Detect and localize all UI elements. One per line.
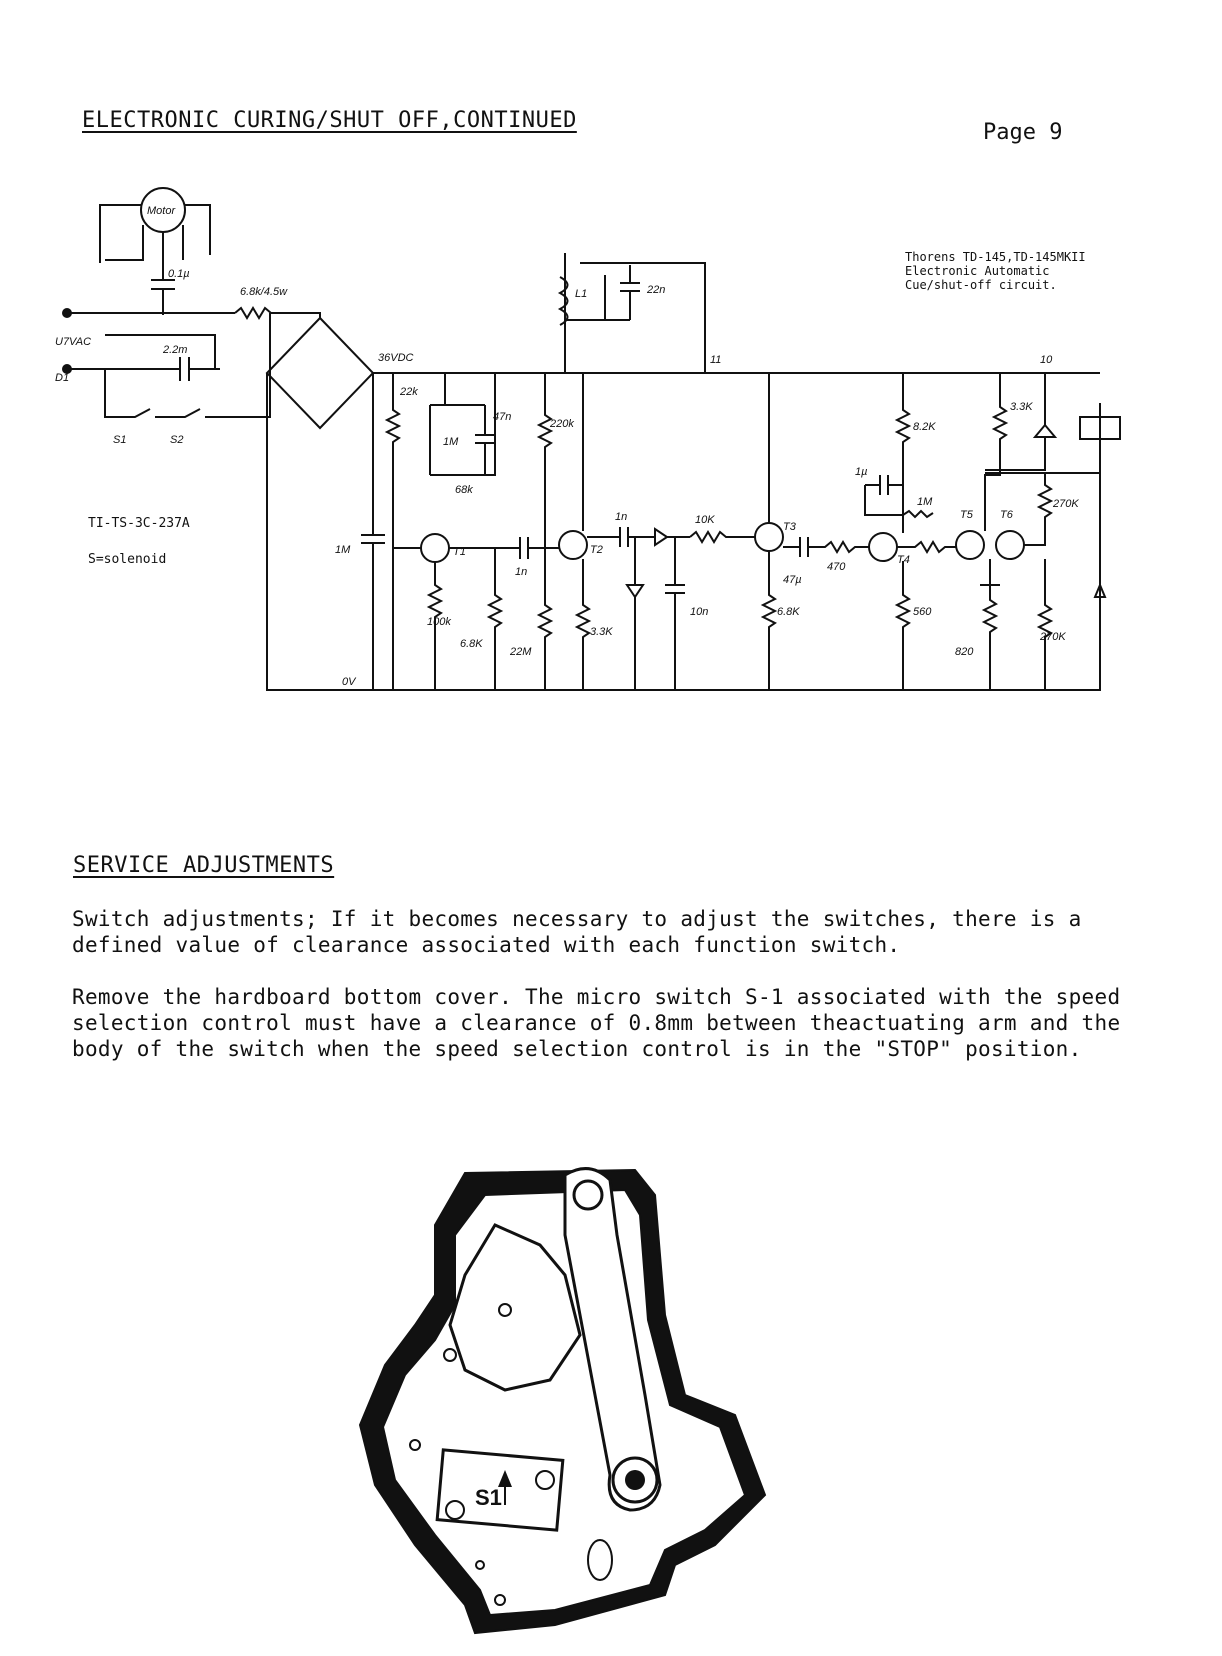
bridge-rectifier xyxy=(265,316,375,430)
r8k2-label: 8.2K xyxy=(913,421,936,433)
r220k-label: 220k xyxy=(549,418,574,430)
t3-label: T3 xyxy=(783,521,797,533)
caption-line-1: Thorens TD-145,TD-145MKII xyxy=(905,250,1086,264)
transistor-t6 xyxy=(995,530,1025,560)
r68k-label: 68k xyxy=(455,484,473,496)
caption-line-3: Cue/shut-off circuit. xyxy=(905,278,1057,292)
ground-label: 0V xyxy=(342,676,357,688)
page-title: ELECTRONIC CURING/SHUT OFF,CONTINUED xyxy=(82,108,577,133)
t6-label: T6 xyxy=(1000,509,1014,521)
c1m-label: 1M xyxy=(335,544,351,556)
transistor-t1 xyxy=(420,533,450,563)
r22m-label: 22M xyxy=(509,646,532,658)
t5-label: T5 xyxy=(960,509,974,521)
solenoid-legend: S=solenoid xyxy=(88,552,167,567)
micro-switch-s1 xyxy=(435,1448,565,1532)
r68k2-label: 6.8K xyxy=(460,638,483,650)
circuit-schematic: Motor 0.1µ 6.8k/4.5w U7VAC D1 2.2m S1 S2… xyxy=(55,187,1121,691)
node-10-label: 10 xyxy=(1040,354,1053,366)
transistor-t2 xyxy=(558,530,588,560)
paragraph-switch-adjustments: Switch adjustments; If it becomes necess… xyxy=(72,907,1082,957)
r100k-label: 100k xyxy=(427,616,451,628)
r270k-label: 270K xyxy=(1052,498,1079,510)
switch-s1-label: S1 xyxy=(475,1485,502,1510)
c1u-label: 1µ xyxy=(855,466,867,478)
schematic-caption: Thorens TD-145,TD-145MKII Electronic Aut… xyxy=(905,250,1086,292)
t4-label: T4 xyxy=(897,554,910,566)
r22k-label: 22k xyxy=(399,386,418,398)
r10k-label: 10K xyxy=(695,514,715,526)
input-resistor-label: 6.8k/4.5w xyxy=(240,286,288,298)
actuating-arm xyxy=(563,1167,662,1512)
r270k2-label: 270K xyxy=(1039,631,1066,643)
c1n-label: 1n xyxy=(515,566,527,578)
transistor-t4 xyxy=(868,532,898,562)
cap-22n-label: 22n xyxy=(646,284,665,296)
cap-2m-label: 2.2m xyxy=(162,344,187,356)
supply-voltage-label: 36VDC xyxy=(378,352,414,364)
coil-label: L1 xyxy=(575,288,587,300)
t2-label: T2 xyxy=(590,544,603,556)
mains-label: U7VAC xyxy=(55,336,91,348)
c47n-label: 47n xyxy=(493,411,511,423)
transistor-t5 xyxy=(955,530,985,560)
paragraph-remove-cover: Remove the hardboard bottom cover. The m… xyxy=(72,985,1121,1061)
r6k8-label: 6.8K xyxy=(777,606,800,618)
r33k-label: 3.3K xyxy=(590,626,613,638)
motor-label: Motor xyxy=(147,205,176,217)
switch-mechanism-diagram: S1 xyxy=(358,1167,767,1635)
r470-label: 470 xyxy=(827,561,846,573)
section-heading-service: SERVICE ADJUSTMENTS xyxy=(73,853,335,878)
part-number: TI-TS-3C-237A xyxy=(88,516,190,531)
switch-s1-label: S1 xyxy=(113,434,126,446)
switch-s2-label: S2 xyxy=(170,434,183,446)
c10n-label: 10n xyxy=(690,606,708,618)
cap-motor-label: 0.1µ xyxy=(168,268,190,280)
c47u-label: 47µ xyxy=(783,574,802,586)
r1m-label: 1M xyxy=(443,436,459,448)
node-11-label: 11 xyxy=(710,354,721,366)
r820-label: 820 xyxy=(955,646,974,658)
r1m2-label: 1M xyxy=(917,496,933,508)
page-number: Page 9 xyxy=(983,120,1063,145)
r33k2-label: 3.3K xyxy=(1010,401,1033,413)
c1n2-label: 1n xyxy=(615,511,627,523)
transistor-t3 xyxy=(754,522,784,552)
caption-line-2: Electronic Automatic xyxy=(905,264,1050,278)
d1-label: D1 xyxy=(55,372,69,384)
r560-label: 560 xyxy=(913,606,932,618)
